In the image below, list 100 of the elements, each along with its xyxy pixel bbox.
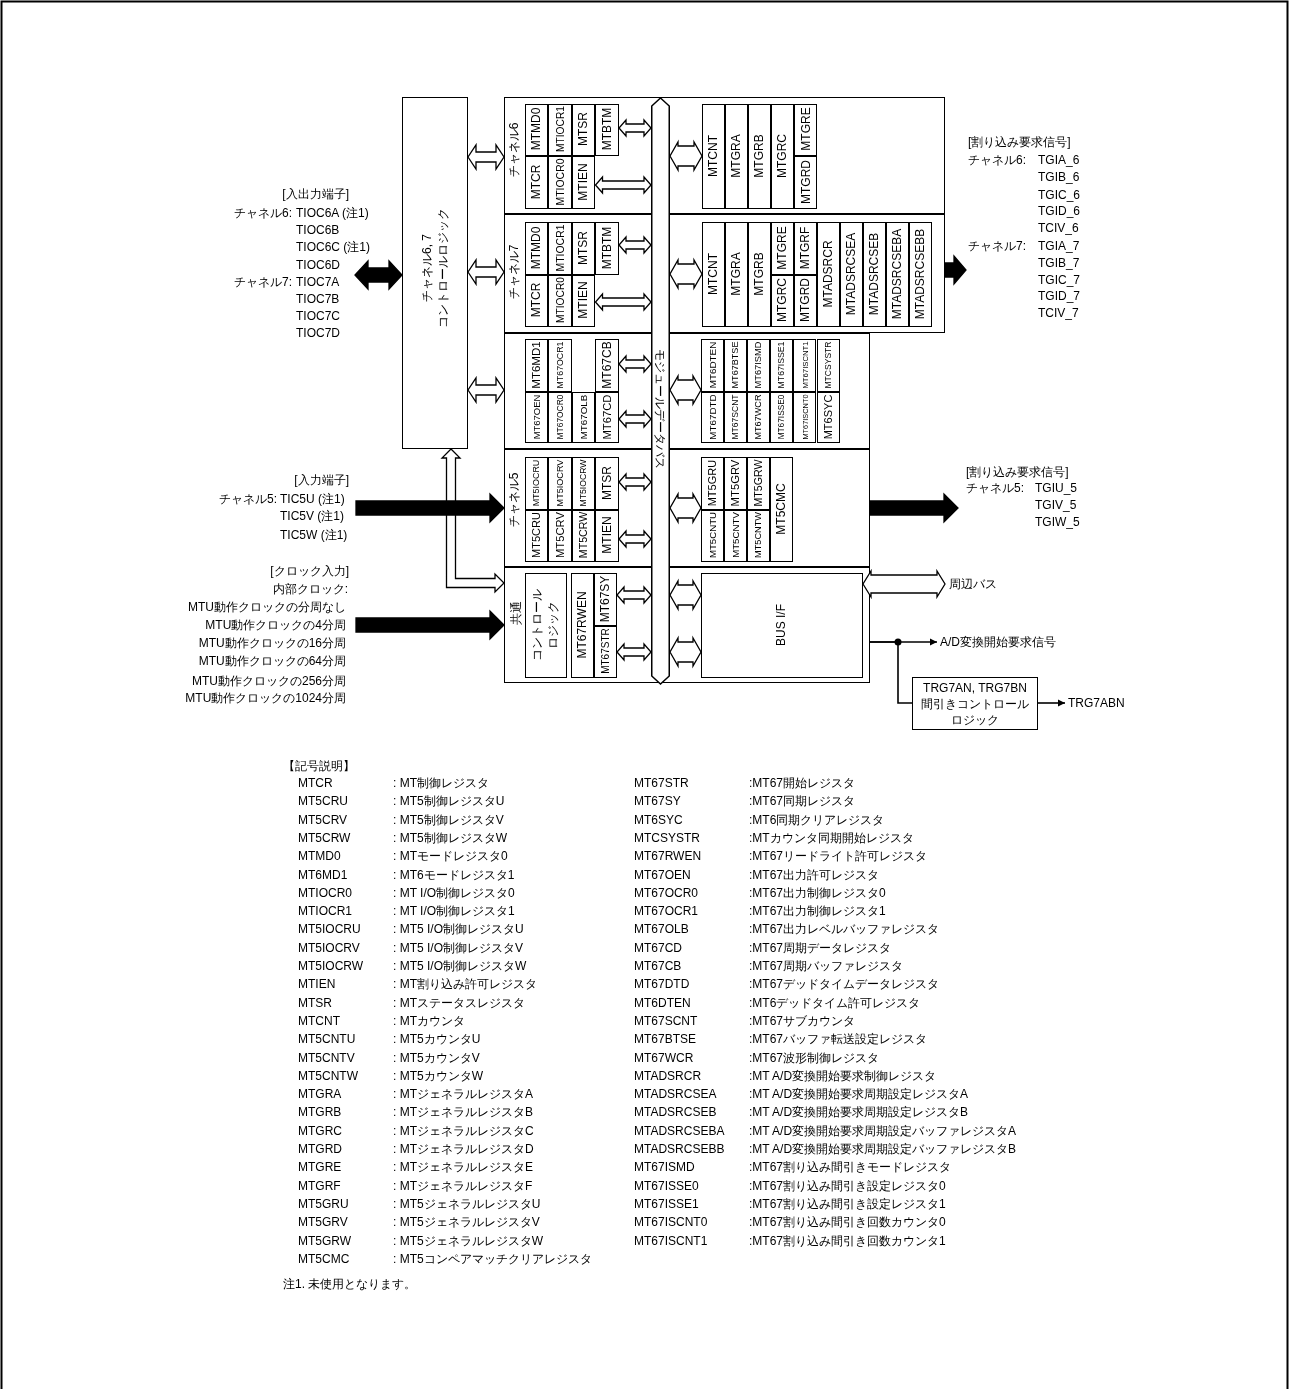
block-arrow bbox=[594, 292, 652, 312]
register-name: MTSR bbox=[575, 230, 591, 265]
register-description: :MT67同期レジスタ bbox=[749, 793, 855, 809]
register-description: :MT67割り込み間引き設定レジスタ1 bbox=[749, 1196, 946, 1212]
register-name: MT67OEN bbox=[529, 394, 543, 440]
block-arrow bbox=[869, 492, 959, 524]
register-abbreviation: MT6DTEN bbox=[634, 995, 691, 1011]
register-name: MT5IOCRV bbox=[553, 459, 566, 507]
register-name: MTBTM bbox=[599, 226, 615, 270]
register-name: MTCSYSTR bbox=[821, 341, 834, 389]
box-label: コントロールロジック bbox=[529, 587, 561, 663]
register-name: MT5CRU bbox=[528, 512, 543, 559]
register-cell bbox=[570, 572, 594, 678]
register-abbreviation: MTADSRCSEBB bbox=[634, 1141, 725, 1157]
register-abbreviation: MT5CNTW bbox=[298, 1068, 358, 1084]
signal-label: チャネル6: bbox=[968, 152, 1026, 168]
register-name: MTGRC bbox=[774, 278, 790, 323]
register-abbreviation: MT5GRV bbox=[298, 1214, 348, 1230]
register-description: :MT67出力制御レジスタ1 bbox=[749, 903, 886, 919]
section-heading: [割り込み要求信号] bbox=[968, 134, 1071, 150]
signal-label: TIOC7C bbox=[296, 308, 340, 324]
register-abbreviation: MTADSRCSEB bbox=[634, 1104, 717, 1120]
register-cell bbox=[571, 103, 595, 156]
register-abbreviation: MT5IOCRV bbox=[298, 940, 360, 956]
register-cell bbox=[524, 509, 548, 562]
register-cell bbox=[700, 391, 724, 443]
register-cell bbox=[595, 391, 619, 443]
register-abbreviation: MT5IOCRW bbox=[298, 958, 364, 974]
register-name: MT67SCNT bbox=[728, 394, 741, 440]
footnote: 注1. 未使用となります。 bbox=[283, 1276, 417, 1292]
register-abbreviation: MT67STR bbox=[634, 775, 689, 791]
register-abbreviation: MT67SCNT bbox=[634, 1013, 698, 1029]
register-description: :MT67出力許可レジスタ bbox=[749, 867, 879, 882]
register-name: MTGRD bbox=[797, 278, 813, 323]
signal-label: TIC5W (注1) bbox=[280, 527, 348, 543]
signal-label: TGIA_6 bbox=[1038, 152, 1080, 168]
register-abbreviation: MT5CMC bbox=[298, 1251, 350, 1267]
signal-label: チャネル5: bbox=[219, 491, 277, 507]
section-heading: [クロック入力] bbox=[270, 563, 349, 579]
register-name: MT5CNTW bbox=[751, 512, 764, 559]
register-abbreviation: MT67CB bbox=[634, 958, 682, 974]
register-description: : MTモードレジスタ0 bbox=[393, 848, 508, 864]
register-description: : MT5制御レジスタU bbox=[393, 793, 505, 809]
register-cell bbox=[595, 509, 619, 562]
register-description: :MT A/D変換開始要求周期設定バッファレジスタB bbox=[749, 1141, 1017, 1157]
register-name: MTIOCR1 bbox=[553, 106, 567, 153]
signal-label: TGID_7 bbox=[1038, 288, 1080, 304]
register-description: :MT A/D変換開始要求周期設定バッファレジスタA bbox=[749, 1123, 1017, 1139]
register-cell bbox=[746, 338, 771, 392]
register-abbreviation: MTGRF bbox=[298, 1178, 341, 1194]
register-abbreviation: MT5CNTV bbox=[298, 1050, 355, 1065]
block-arrow bbox=[669, 635, 702, 669]
register-description: :MT6同期クリアレジスタ bbox=[749, 812, 885, 828]
signal-label: チャネル7: bbox=[234, 274, 292, 290]
register-name: MT67OCR1 bbox=[553, 341, 566, 389]
register-name: MT67OLB bbox=[576, 394, 590, 440]
register-name: MTIOCR0 bbox=[553, 158, 567, 206]
register-description: :MT67波形制御レジスタ bbox=[749, 1050, 879, 1065]
section-heading: [入出力端子] bbox=[282, 186, 349, 202]
register-description: :MT A/D変換開始要求周期設定レジスタB bbox=[749, 1104, 969, 1120]
register-name: MTCNT bbox=[705, 252, 721, 295]
register-description: :MT67バッファ転送設定レジスタ bbox=[749, 1031, 927, 1047]
register-description: : MT5コンペアマッチクリアレジスタ bbox=[393, 1251, 592, 1267]
register-abbreviation: MTCR bbox=[298, 775, 333, 791]
register-abbreviation: MTCSYSTR bbox=[634, 830, 700, 846]
register-description: : MTジェネラルレジスタF bbox=[393, 1178, 533, 1194]
register-abbreviation: MT67OCR0 bbox=[634, 885, 698, 901]
register-description: :MT67リードライト許可レジスタ bbox=[749, 848, 927, 864]
block-arrow bbox=[467, 142, 505, 172]
register-description: :MT A/D変換開始要求制御レジスタ bbox=[749, 1068, 937, 1084]
register-name: MTGRB bbox=[751, 134, 767, 178]
register-name: MT67SY bbox=[597, 575, 613, 623]
register-name: MT6DTEN bbox=[705, 341, 719, 389]
register-name: MTIEN bbox=[575, 281, 591, 319]
channel-block bbox=[504, 567, 870, 683]
signal-label: A/D変換開始要求信号 bbox=[940, 634, 1056, 650]
register-description: : MT5ジェネラルレジスタV bbox=[393, 1214, 540, 1230]
register-cell bbox=[793, 391, 817, 443]
register-cell bbox=[885, 221, 909, 327]
bus-label: モジュールデータバス bbox=[651, 348, 667, 469]
register-cell bbox=[724, 103, 748, 209]
register-abbreviation: MTADSRCSEBA bbox=[634, 1123, 725, 1139]
register-cell bbox=[548, 338, 572, 392]
signal-label: TIOC7B bbox=[296, 291, 340, 307]
signal-label: MTU動作クロックの64分周 bbox=[198, 653, 346, 669]
register-name: MTGRD bbox=[798, 159, 814, 204]
register-name: MTGRF bbox=[797, 226, 813, 270]
register-abbreviation: MTSR bbox=[298, 995, 332, 1011]
register-cell bbox=[770, 391, 794, 443]
register-cell bbox=[701, 103, 725, 209]
register-abbreviation: MTCNT bbox=[298, 1013, 340, 1029]
register-description: : MT制御レジスタ bbox=[393, 775, 489, 791]
register-cell bbox=[747, 221, 771, 327]
block-arrow bbox=[618, 235, 652, 255]
register-cell bbox=[548, 103, 572, 156]
arrow bbox=[1037, 699, 1066, 707]
register-cell bbox=[548, 391, 572, 443]
connector-line bbox=[869, 641, 913, 704]
register-name: MT5IOCRU bbox=[529, 459, 542, 507]
block-arrow bbox=[618, 529, 652, 549]
